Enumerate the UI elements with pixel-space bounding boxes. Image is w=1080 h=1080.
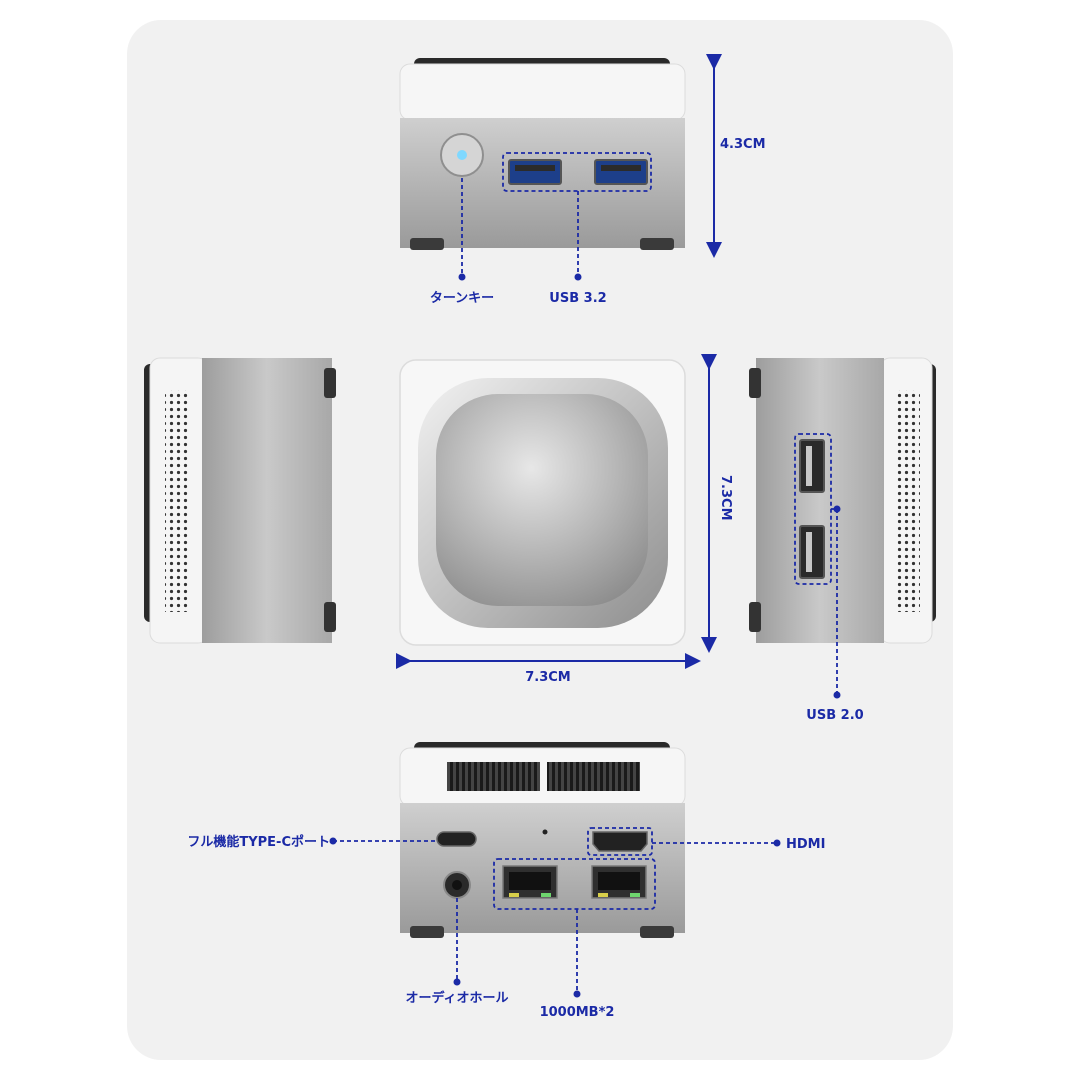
power-label: ターンキー <box>430 291 494 306</box>
usb32-port-2 <box>594 159 648 185</box>
rear-view <box>399 742 686 938</box>
height-dimension: 4.3CM <box>720 137 766 152</box>
rear-grill-left <box>447 762 540 791</box>
lan-label: 1000MB*2 <box>540 1005 615 1020</box>
typec-label: フル機能TYPE-Cポート <box>187 834 330 850</box>
rear-grill-right <box>547 762 640 791</box>
right-side-view <box>749 357 936 644</box>
left-vent-grid <box>165 390 190 612</box>
usb32-label: USB 3.2 <box>549 291 606 306</box>
depth-dimension: 7.3CM <box>718 475 733 521</box>
lan-highlight <box>493 858 656 910</box>
width-dimension: 7.3CM <box>525 670 571 685</box>
left-side-view <box>144 357 336 644</box>
rear-white-shell <box>399 747 686 807</box>
usb20-label: USB 2.0 <box>806 708 863 723</box>
typec-port <box>436 831 477 847</box>
hdmi-label: HDMI <box>786 837 825 852</box>
hdmi-port <box>592 831 648 852</box>
usb32-port-1 <box>508 159 562 185</box>
top-view <box>399 359 686 646</box>
right-vent-grid <box>896 390 920 612</box>
front-white-shell <box>399 63 686 121</box>
front-view <box>399 58 686 250</box>
audio-label: オーディオホール <box>405 990 508 1006</box>
usb32-highlight <box>502 152 652 192</box>
top-cap <box>436 394 648 606</box>
